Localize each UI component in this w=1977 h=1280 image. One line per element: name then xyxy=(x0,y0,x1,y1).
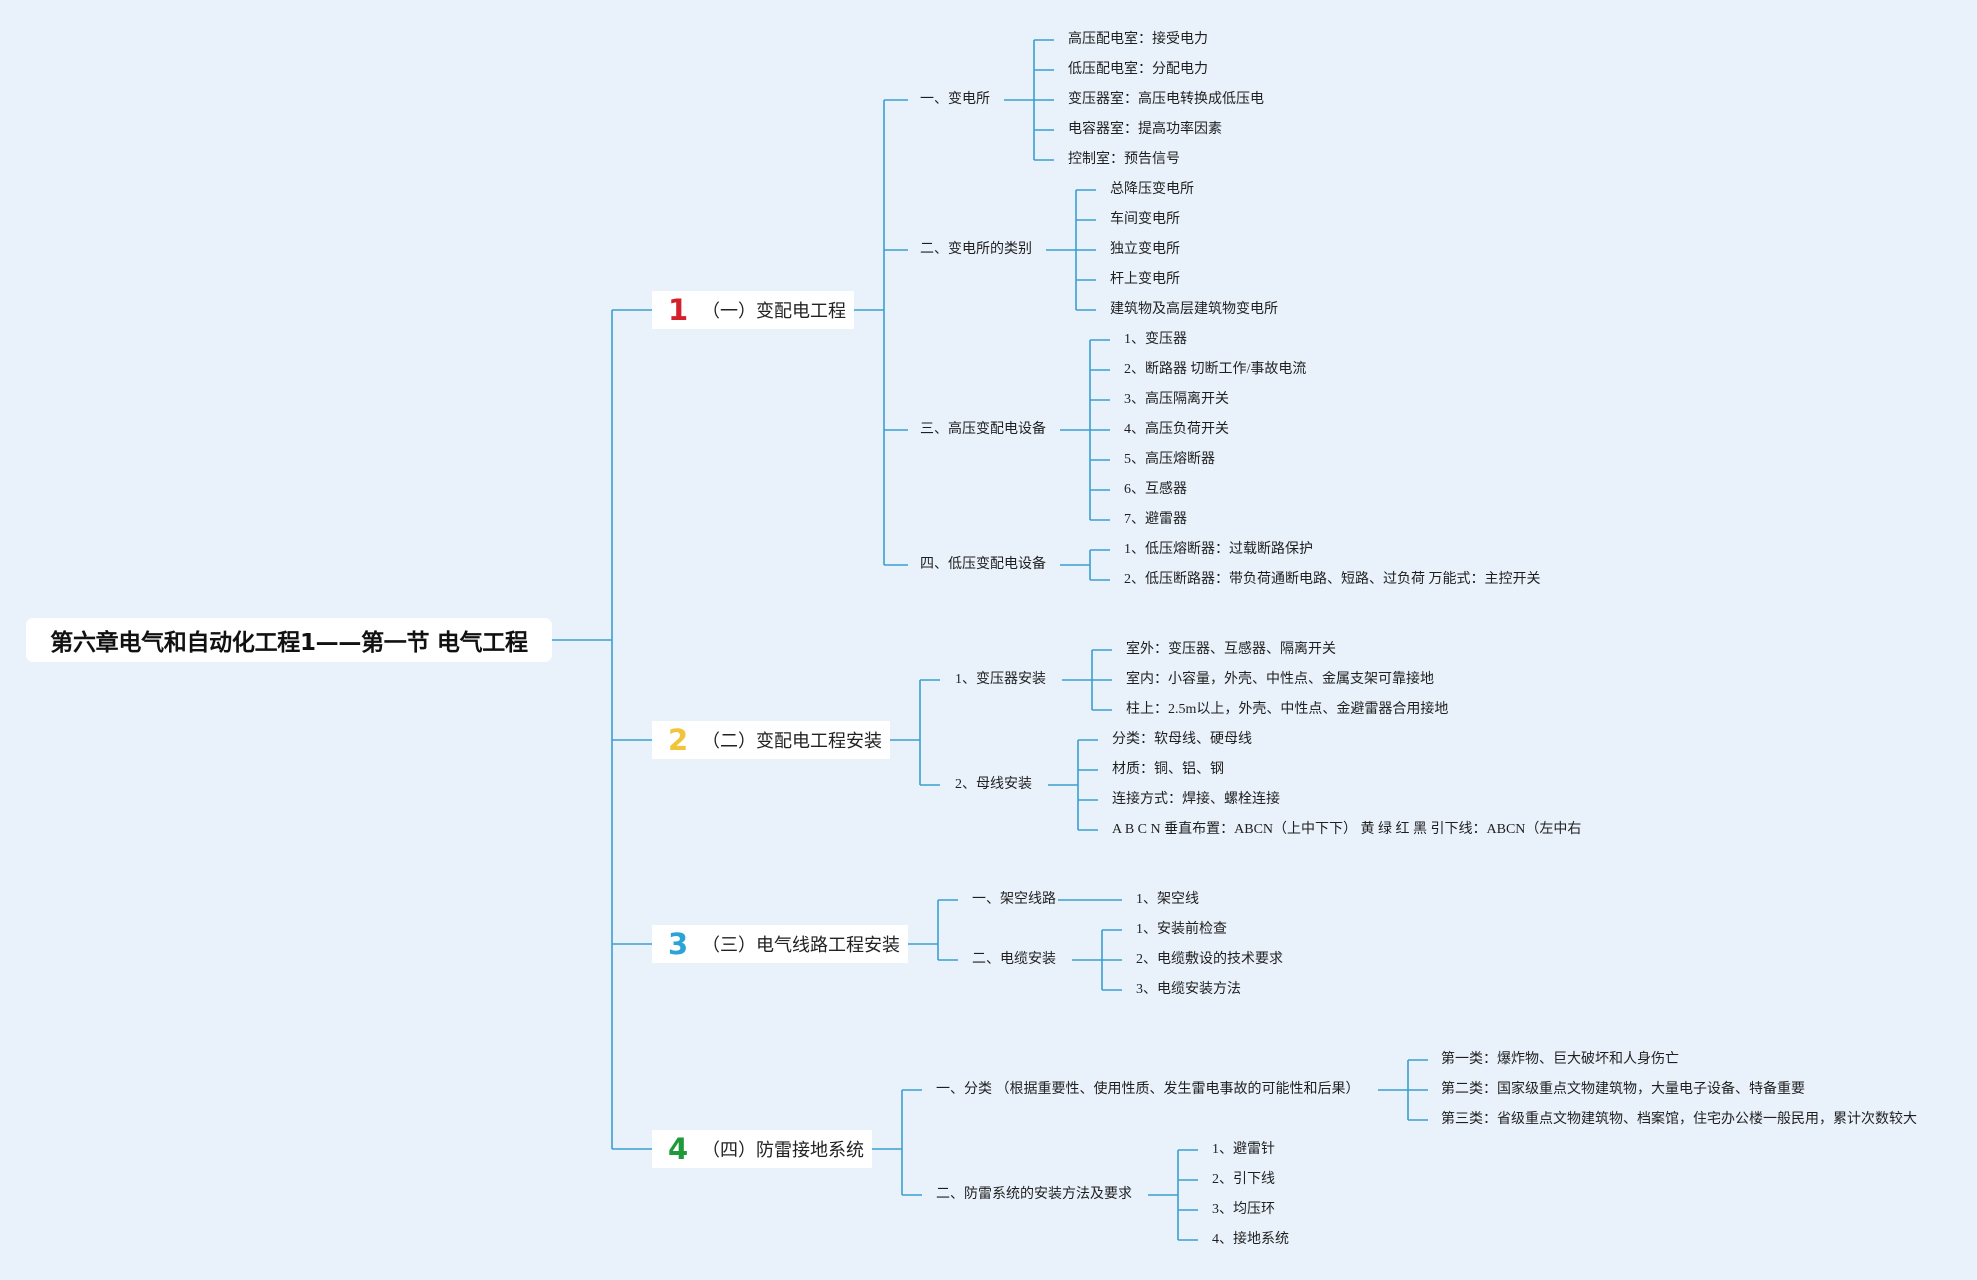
leaf-node[interactable]: 2、电缆敷设的技术要求 xyxy=(1136,952,1283,967)
leaf-node[interactable]: 5、高压熔断器 xyxy=(1124,452,1215,467)
leaf-node[interactable]: 7、避雷器 xyxy=(1124,512,1187,527)
branch-number-1: 1 xyxy=(668,293,689,327)
branch-number-3: 3 xyxy=(668,927,689,961)
branch-label-2: （二）变配电工程安装 xyxy=(702,731,882,752)
branch-topic-2[interactable]: 2 （二）变配电工程安装 xyxy=(652,721,890,759)
leaf-node[interactable]: 控制室：预告信号 xyxy=(1068,152,1180,167)
branch-topic-1[interactable]: 1 （一）变配电工程 xyxy=(652,291,854,329)
subtopic-classification[interactable]: 一、分类 （根据重要性、使用性质、发生雷电事故的可能性和后果） xyxy=(936,1082,1360,1097)
leaf-node[interactable]: 材质：铜、铝、钢 xyxy=(1112,762,1224,777)
leaf-node[interactable]: 变压器室：高压电转换成低压电 xyxy=(1068,92,1264,107)
leaf-node[interactable]: 6、互感器 xyxy=(1124,482,1187,497)
leaf-node[interactable]: 室内：小容量，外壳、中性点、金属支架可靠接地 xyxy=(1126,672,1434,687)
branch-label-3: （三）电气线路工程安装 xyxy=(702,935,900,956)
leaf-node[interactable]: 室外：变压器、互感器、隔离开关 xyxy=(1126,642,1336,657)
leaf-node[interactable]: 第二类：国家级重点文物建筑物，大量电子设备、特备重要 xyxy=(1441,1082,1805,1097)
leaf-node[interactable]: 独立变电所 xyxy=(1110,242,1180,257)
branch-number-4: 4 xyxy=(668,1132,689,1166)
leaf-node[interactable]: 车间变电所 xyxy=(1110,212,1180,227)
leaf-node[interactable]: 分类：软母线、硬母线 xyxy=(1112,732,1252,747)
leaf-node[interactable]: 3、均压环 xyxy=(1212,1202,1275,1217)
leaf-node[interactable]: A B C N 垂直布置：ABCN（上中下下） 黄 绿 红 黑 引下线：ABCN… xyxy=(1112,822,1582,837)
subtopic-substation[interactable]: 一、变电所 xyxy=(920,92,990,107)
subtopic-lv-equipment[interactable]: 四、低压变配电设备 xyxy=(920,557,1046,572)
leaf-node[interactable]: 1、安装前检查 xyxy=(1136,922,1227,937)
leaf-node[interactable]: 1、避雷针 xyxy=(1212,1142,1275,1157)
leaf-node[interactable]: 2、引下线 xyxy=(1212,1172,1275,1187)
leaf-node[interactable]: 第三类：省级重点文物建筑物、档案馆，住宅办公楼一般民用，累计次数较大 xyxy=(1441,1112,1917,1127)
subtopic-cable-install[interactable]: 二、电缆安装 xyxy=(972,952,1056,967)
branch-label-1: （一）变配电工程 xyxy=(702,301,846,322)
leaf-node[interactable]: 1、架空线 xyxy=(1136,892,1199,907)
subtopic-transformer-install[interactable]: 1、变压器安装 xyxy=(955,672,1046,687)
leaf-node[interactable]: 低压配电室：分配电力 xyxy=(1068,62,1208,77)
leaf-node[interactable]: 4、高压负荷开关 xyxy=(1124,422,1229,437)
leaf-node[interactable]: 高压配电室：接受电力 xyxy=(1068,32,1208,47)
subtopic-substation-types[interactable]: 二、变电所的类别 xyxy=(920,242,1032,257)
leaf-node[interactable]: 2、断路器 切断工作/事故电流 xyxy=(1124,362,1307,377)
leaf-node[interactable]: 连接方式：焊接、螺栓连接 xyxy=(1112,792,1280,807)
subtopic-hv-equipment[interactable]: 三、高压变配电设备 xyxy=(920,422,1046,437)
leaf-node[interactable]: 第一类：爆炸物、巨大破坏和人身伤亡 xyxy=(1441,1052,1679,1067)
leaf-node[interactable]: 3、高压隔离开关 xyxy=(1124,392,1229,407)
subtopic-lightning-install[interactable]: 二、防雷系统的安装方法及要求 xyxy=(936,1187,1132,1202)
leaf-node[interactable]: 柱上：2.5m以上，外壳、中性点、金避雷器合用接地 xyxy=(1126,702,1449,717)
root-topic[interactable]: 第六章电气和自动化工程1——第一节 电气工程 xyxy=(26,618,552,662)
leaf-node[interactable]: 1、变压器 xyxy=(1124,332,1187,347)
leaf-node[interactable]: 杆上变电所 xyxy=(1110,272,1180,287)
branch-number-2: 2 xyxy=(668,723,689,757)
leaf-node[interactable]: 建筑物及高层建筑物变电所 xyxy=(1110,302,1278,317)
leaf-node[interactable]: 4、接地系统 xyxy=(1212,1232,1289,1247)
subtopic-busbar-install[interactable]: 2、母线安装 xyxy=(955,777,1032,792)
leaf-node[interactable]: 1、低压熔断器：过载断路保护 xyxy=(1124,542,1313,557)
leaf-node[interactable]: 2、低压断路器：带负荷通断电路、短路、过负荷 万能式：主控开关 xyxy=(1124,572,1541,587)
leaf-node[interactable]: 3、电缆安装方法 xyxy=(1136,982,1241,997)
leaf-node[interactable]: 总降压变电所 xyxy=(1110,182,1194,197)
leaf-node[interactable]: 电容器室：提高功率因素 xyxy=(1068,122,1222,137)
branch-topic-3[interactable]: 3 （三）电气线路工程安装 xyxy=(652,925,908,963)
branch-label-4: （四）防雷接地系统 xyxy=(702,1140,864,1161)
subtopic-overhead-line[interactable]: 一、架空线路 xyxy=(972,892,1056,907)
branch-topic-4[interactable]: 4 （四）防雷接地系统 xyxy=(652,1130,872,1168)
